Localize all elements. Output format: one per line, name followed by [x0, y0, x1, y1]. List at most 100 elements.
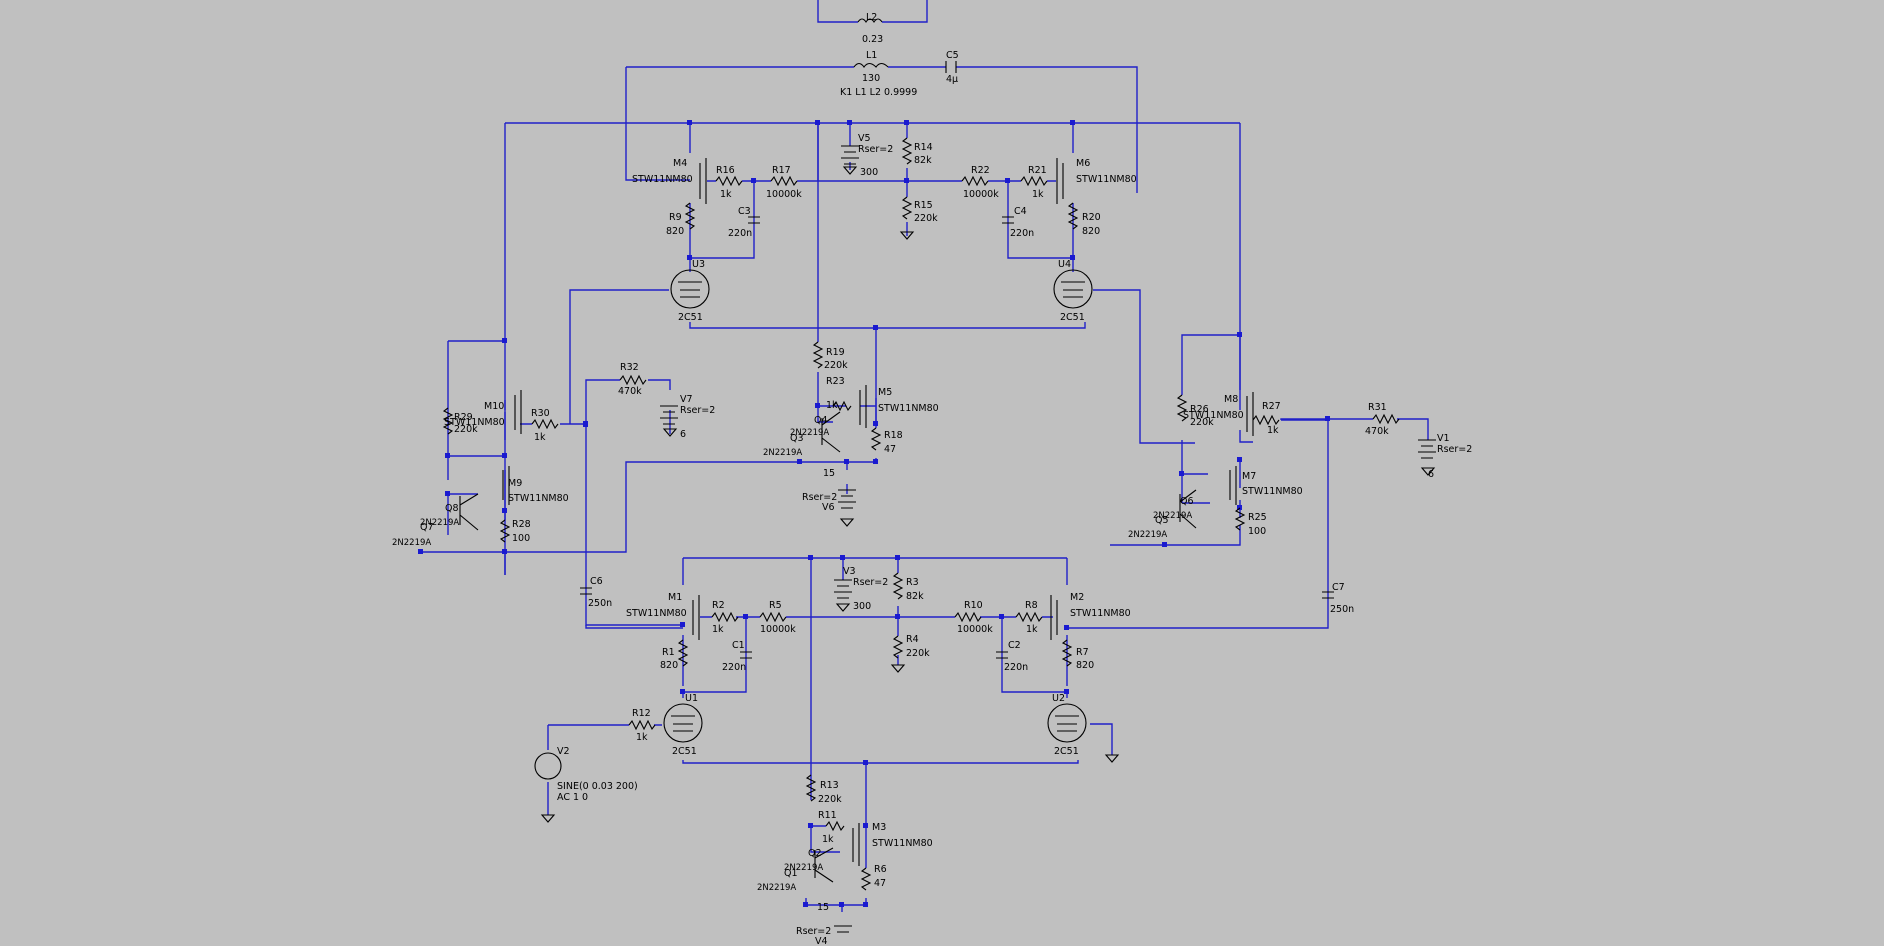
label-r27-value: 1k: [1267, 425, 1279, 436]
label-r1-ref: R1: [662, 647, 675, 658]
label-v3-ref: V3: [843, 566, 856, 577]
label-r11-value: 1k: [822, 834, 834, 845]
label-u2-ref: U2: [1052, 693, 1065, 704]
label-r23-ref: R23: [826, 376, 845, 387]
label-v5-value: 300: [860, 167, 878, 178]
label-r26-value: 220k: [1190, 417, 1214, 428]
label-r16-value: 1k: [720, 189, 732, 200]
junction-dots: [418, 120, 1330, 907]
label-r4-value: 220k: [906, 648, 930, 659]
label-q8-ref: Q8: [445, 503, 459, 514]
label-u1-model: 2C51: [672, 746, 697, 757]
label-m3-ref: M3: [872, 822, 886, 833]
label-m8-model: STW11NM80: [1183, 410, 1244, 421]
label-r14-value: 82k: [914, 155, 932, 166]
label-r27-ref: R27: [1262, 401, 1281, 412]
label-c5-ref: C5: [946, 50, 959, 61]
label-r23-value: 1k: [826, 400, 838, 411]
label-r30-value: 1k: [534, 432, 546, 443]
label-c6-ref: C6: [590, 576, 603, 587]
label-r16-ref: R16: [716, 165, 735, 176]
label-r10-value: 10000k: [957, 624, 993, 635]
label-c7-value: 250n: [1330, 604, 1354, 615]
label-r8-ref: R8: [1025, 600, 1038, 611]
label-c1-value: 220n: [722, 662, 746, 673]
label-u2-model: 2C51: [1054, 746, 1079, 757]
label-v7-ref: V7: [680, 394, 693, 405]
label-r5-value: 10000k: [760, 624, 796, 635]
label-m4-model: STW11NM80: [632, 174, 693, 185]
label-u3-ref: U3: [692, 259, 705, 270]
label-r15-value: 220k: [914, 213, 938, 224]
label-r32-ref: R32: [620, 362, 639, 373]
label-r29-ref: R29: [454, 412, 473, 423]
label-r12-ref: R12: [632, 708, 651, 719]
label-v5-rser: Rser=2: [858, 144, 893, 155]
label-r2-ref: R2: [712, 600, 725, 611]
label-r2-value: 1k: [712, 624, 724, 635]
label-r3-value: 82k: [906, 591, 924, 602]
label-l2-ref: L2: [866, 12, 877, 23]
label-r7-ref: R7: [1076, 647, 1089, 658]
label-q5-ref: Q5: [1155, 515, 1169, 526]
label-m6-ref: M6: [1076, 158, 1090, 169]
label-r14-ref: R14: [914, 142, 933, 153]
label-c7-ref: C7: [1332, 582, 1345, 593]
label-u3-model: 2C51: [678, 312, 703, 323]
label-r29-value: 220k: [454, 424, 478, 435]
label-r10-ref: R10: [964, 600, 983, 611]
label-v1-rser: Rser=2: [1437, 444, 1472, 455]
label-m2-ref: M2: [1070, 592, 1084, 603]
label-v3-value: 300: [853, 601, 871, 612]
label-v2-ac: AC 1 0: [557, 792, 588, 803]
label-r6-ref: R6: [874, 864, 887, 875]
label-v5-ref: V5: [858, 133, 871, 144]
label-c2-value: 220n: [1004, 662, 1028, 673]
label-v4-rser: Rser=2: [796, 926, 831, 937]
label-c6-value: 250n: [588, 598, 612, 609]
label-l2-value: 0.23: [862, 34, 883, 45]
label-q2-ref: Q2: [808, 848, 822, 859]
label-m9-model: STW11NM80: [508, 493, 569, 504]
label-r20-ref: R20: [1082, 212, 1101, 223]
label-q5-model: 2N2219A: [1128, 530, 1167, 540]
label-r1-value: 820: [660, 660, 678, 671]
label-q7-model: 2N2219A: [392, 538, 431, 548]
label-m5-ref: M5: [878, 387, 892, 398]
component-labels: L2 0.23 L1 130 C5 4µ K1 L1 L2 0.9999 M4 …: [392, 12, 1472, 946]
label-v1-value: 6: [1428, 469, 1434, 480]
label-q3-model: 2N2219A: [763, 448, 802, 458]
label-q7-ref: Q7: [420, 522, 434, 533]
label-m3-model: STW11NM80: [872, 838, 933, 849]
wires: [422, 0, 1429, 912]
label-v6-rser: Rser=2: [802, 492, 837, 503]
label-m10-model: STW11NM80: [444, 417, 505, 428]
label-r21-ref: R21: [1028, 165, 1047, 176]
label-m8-ref: M8: [1224, 394, 1238, 405]
label-r31-value: 470k: [1365, 426, 1389, 437]
label-c5-value: 4µ: [946, 74, 958, 85]
label-r7-value: 820: [1076, 660, 1094, 671]
label-r18-value: 47: [884, 444, 896, 455]
label-m1-model: STW11NM80: [626, 608, 687, 619]
label-r19-ref: R19: [826, 347, 845, 358]
label-v6-ref: V6: [822, 502, 835, 513]
label-q4-ref: Q4: [814, 415, 828, 426]
label-c3-value: 220n: [728, 228, 752, 239]
label-r13-value: 220k: [818, 794, 842, 805]
label-r6-value: 47: [874, 878, 886, 889]
label-v2-ref: V2: [557, 746, 570, 757]
label-r31-ref: R31: [1368, 402, 1387, 413]
label-r25-value: 100: [1248, 526, 1266, 537]
label-q6-ref: Q6: [1180, 496, 1194, 507]
label-r21-value: 1k: [1032, 189, 1044, 200]
label-m4-ref: M4: [673, 158, 687, 169]
label-r5-ref: R5: [769, 600, 782, 611]
label-r22-value: 10000k: [963, 189, 999, 200]
label-u4-model: 2C51: [1060, 312, 1085, 323]
label-u1-ref: U1: [685, 693, 698, 704]
component-symbols: [442, 18, 1436, 933]
label-v1-ref: V1: [1437, 433, 1450, 444]
label-r20-value: 820: [1082, 226, 1100, 237]
